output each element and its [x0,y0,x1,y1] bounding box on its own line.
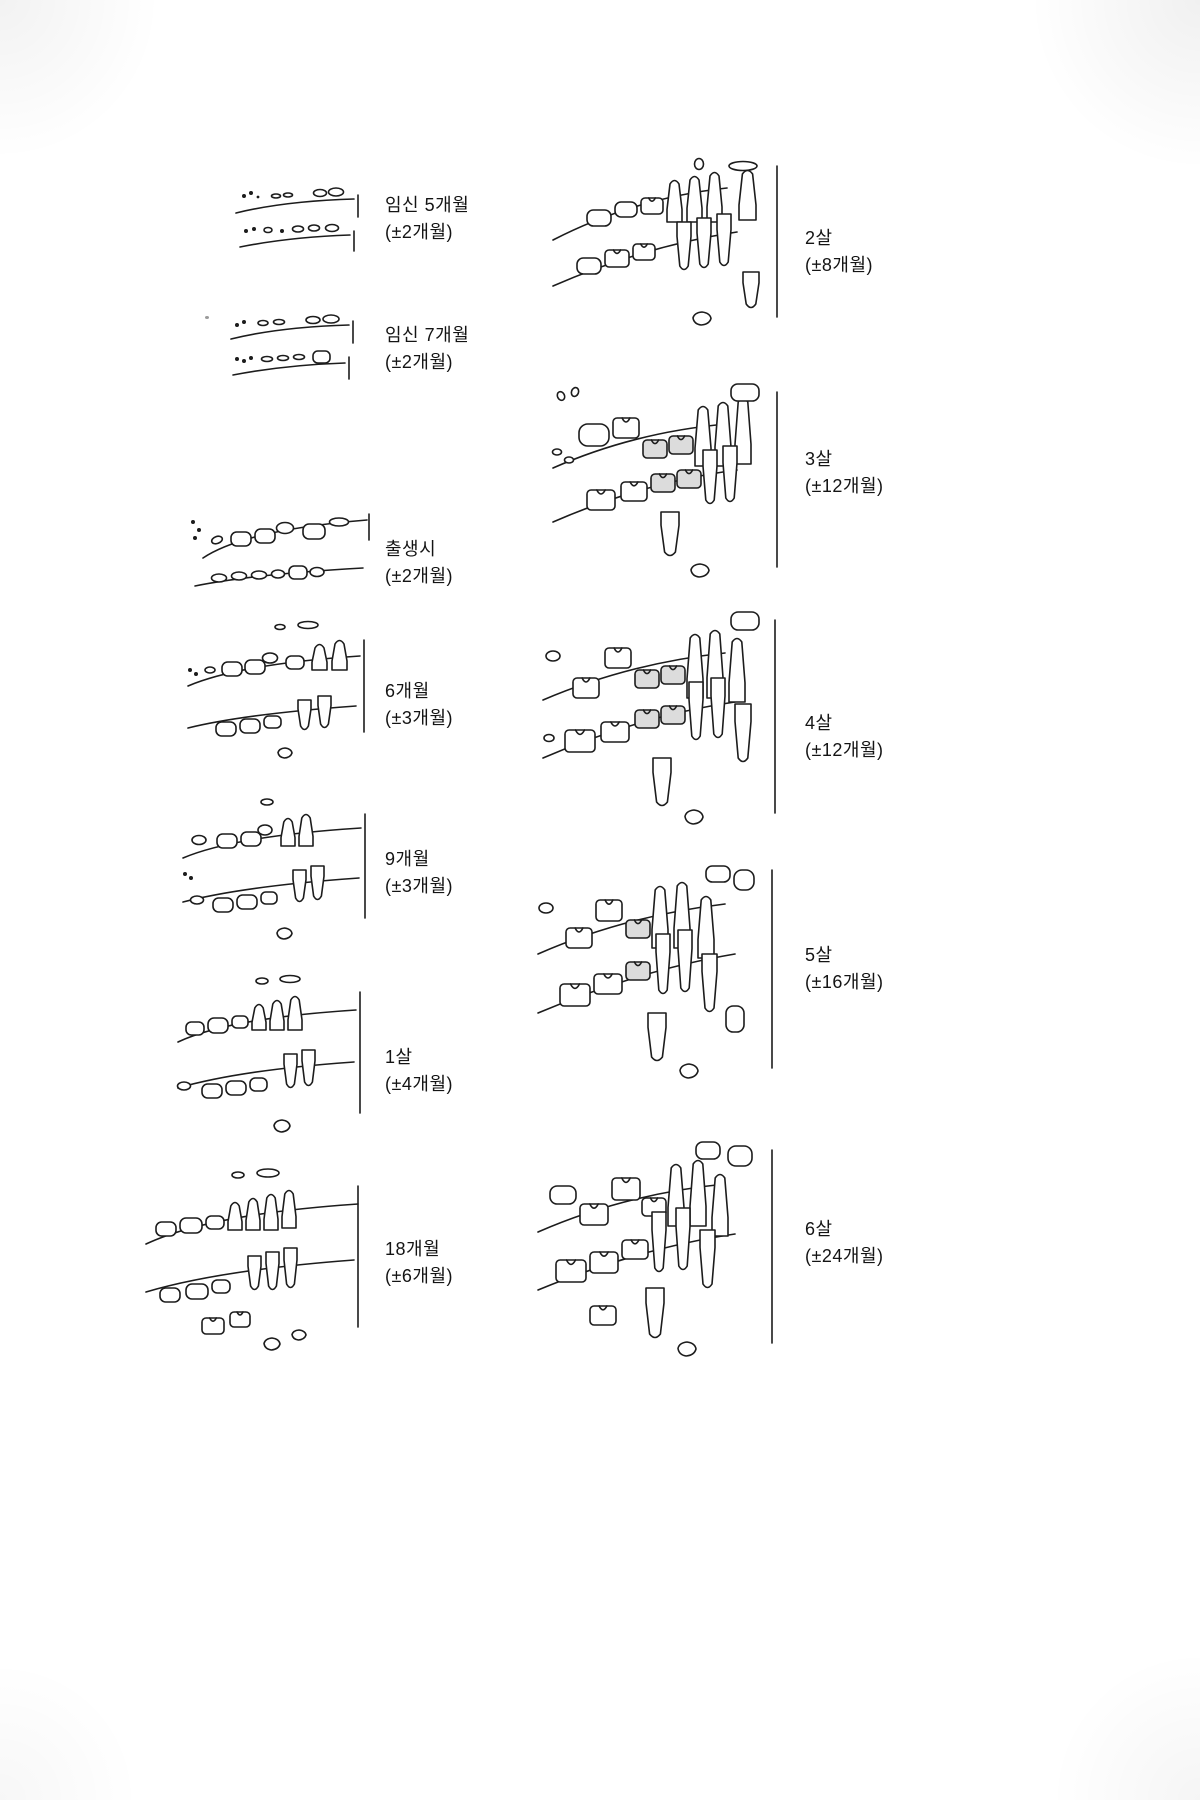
stage-age: 18개월 [385,1239,441,1259]
scan-speck [205,316,209,319]
stage-age: 임신 7개월 [385,325,470,345]
stage-tolerance: (±2개월) [385,566,453,586]
stage-age: 5살 [805,945,833,965]
stage-label-4yr: 4살 (±12개월) [805,710,884,764]
teeth-diagram-9mo [182,798,366,940]
stage-age: 출생시 [385,539,437,559]
stage-tolerance: (±3개월) [385,876,453,896]
stage-age: 임신 5개월 [385,195,470,215]
stage-label-18mo: 18개월 (±6개월) [385,1236,453,1290]
stage-age: 2살 [805,228,833,248]
teeth-diagram-3yr [551,383,778,578]
stage-tolerance: (±8개월) [805,255,873,275]
stage-label-prenatal-5mo: 임신 5개월 (±2개월) [385,192,469,246]
teeth-diagram-5yr [537,865,773,1079]
stage-label-5yr: 5살 (±16개월) [805,942,884,996]
stage-label-birth: 출생시 (±2개월) [385,536,453,590]
stage-age: 3살 [805,449,833,469]
stage-age: 4살 [805,713,833,733]
stage-tolerance: (±2개월) [385,222,453,242]
stage-label-3yr: 3살 (±12개월) [805,446,884,500]
stage-tolerance: (±12개월) [805,740,884,760]
stage-tolerance: (±6개월) [385,1266,453,1286]
stage-tolerance: (±2개월) [385,352,453,372]
stage-tolerance: (±4개월) [385,1074,453,1094]
stage-label-9mo: 9개월 (±3개월) [385,846,453,900]
stage-tolerance: (±16개월) [805,972,884,992]
stage-label-prenatal-7mo: 임신 7개월 (±2개월) [385,322,469,376]
teeth-diagram-18mo [145,1168,359,1351]
stage-label-2yr: 2살 (±8개월) [805,225,873,279]
stage-age: 9개월 [385,849,430,869]
stage-age: 6살 [805,1219,833,1239]
teeth-diagram-prenatal-5mo [235,187,359,252]
teeth-diagram-6yr [537,1141,773,1357]
teeth-diagram-4yr [542,611,776,825]
teeth-diagram-prenatal-7mo [230,314,354,380]
stage-age: 6개월 [385,681,430,701]
teeth-diagram-2yr [552,157,778,326]
teeth-diagram-6mo [187,620,365,759]
stage-label-6mo: 6개월 (±3개월) [385,678,453,732]
stage-label-6yr: 6살 (±24개월) [805,1216,884,1270]
teeth-diagram-birth [191,513,370,587]
teeth-diagram-1yr [176,974,361,1133]
stage-tolerance: (±3개월) [385,708,453,728]
stage-label-1yr: 1살 (±4개월) [385,1044,453,1098]
stage-tolerance: (±12개월) [805,476,884,496]
stage-age: 1살 [385,1047,413,1067]
stage-tolerance: (±24개월) [805,1246,884,1266]
